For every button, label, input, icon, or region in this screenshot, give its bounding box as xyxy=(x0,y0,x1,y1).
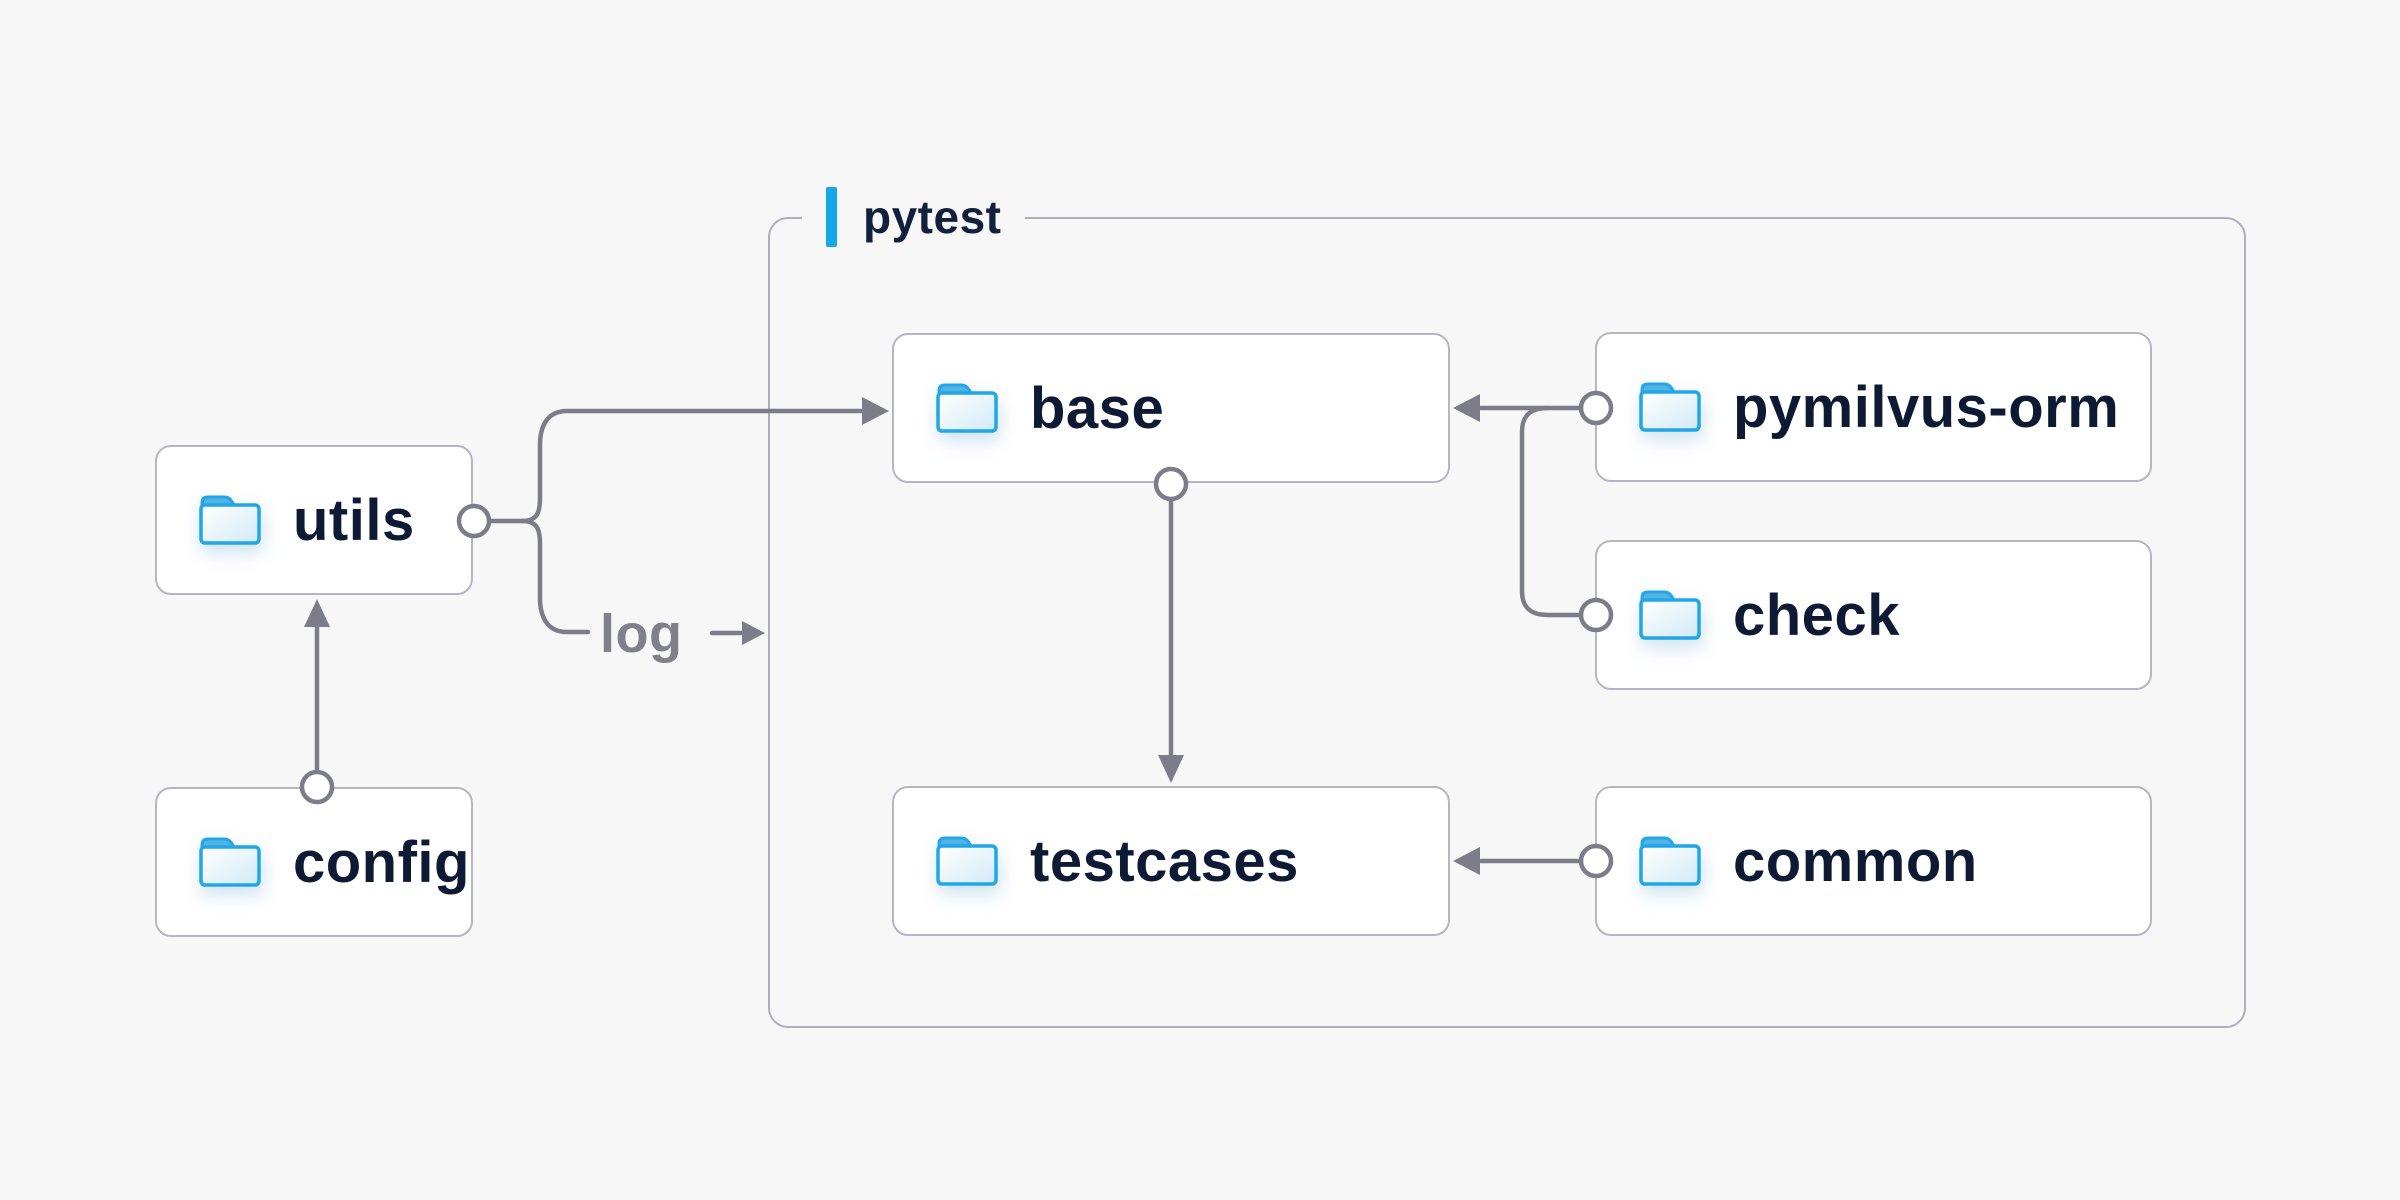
folder-icon xyxy=(199,837,261,887)
node-label: base xyxy=(1030,375,1165,441)
node-label: config xyxy=(293,829,470,895)
node-check: check xyxy=(1595,540,2152,690)
node-common: common xyxy=(1595,786,2152,936)
node-utils: utils xyxy=(155,445,473,595)
accent-bar xyxy=(826,187,837,247)
pytest-group-container xyxy=(768,217,2246,1028)
folder-icon xyxy=(1639,836,1701,886)
node-label: testcases xyxy=(1030,828,1299,894)
node-label: pymilvus-orm xyxy=(1733,374,2120,440)
arrowhead-up-utils xyxy=(304,599,330,627)
folder-icon xyxy=(1639,382,1701,432)
node-config: config xyxy=(155,787,473,937)
pytest-group-label: pytest xyxy=(802,186,1026,248)
folder-icon xyxy=(936,836,998,886)
folder-icon xyxy=(1639,590,1701,640)
pytest-group-label-text: pytest xyxy=(863,191,1002,243)
edge-utils-log xyxy=(519,518,591,635)
arrowhead-log xyxy=(742,621,765,645)
node-pymilvus-orm: pymilvus-orm xyxy=(1595,332,2152,482)
node-testcases: testcases xyxy=(892,786,1450,936)
node-label: common xyxy=(1733,828,1978,894)
edge-label-log: log xyxy=(600,604,682,664)
folder-icon xyxy=(199,495,261,545)
node-label: check xyxy=(1733,582,1900,648)
folder-icon xyxy=(936,383,998,433)
node-label: utils xyxy=(293,487,415,553)
node-base: base xyxy=(892,333,1450,483)
